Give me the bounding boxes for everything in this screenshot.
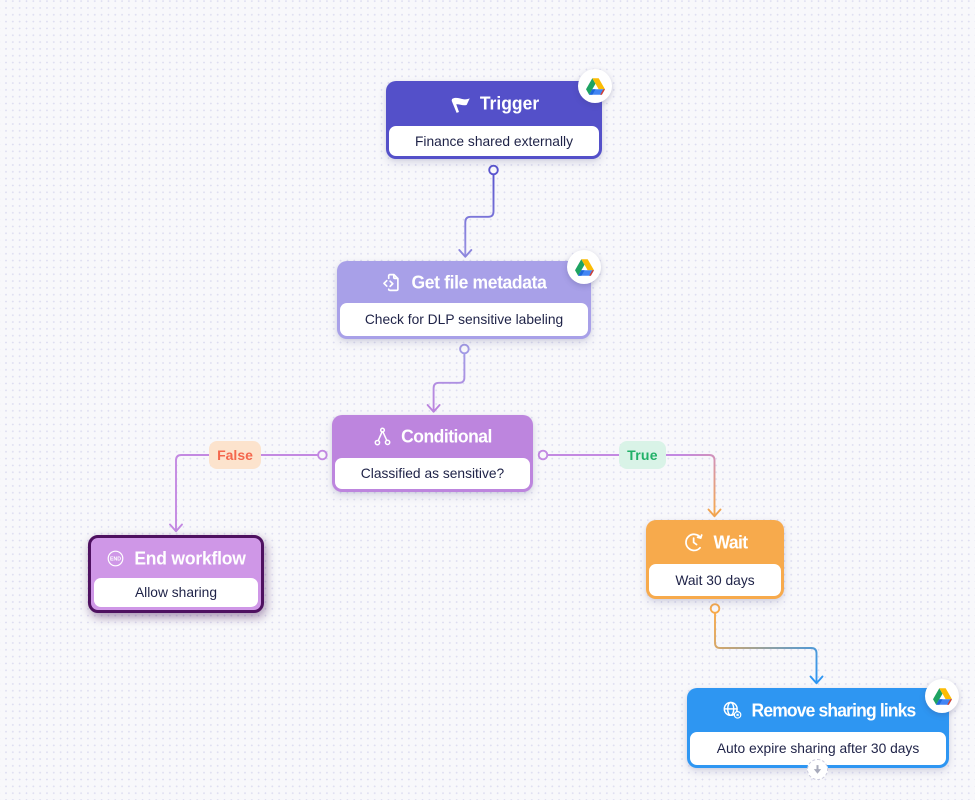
svg-text:END: END (110, 556, 121, 562)
